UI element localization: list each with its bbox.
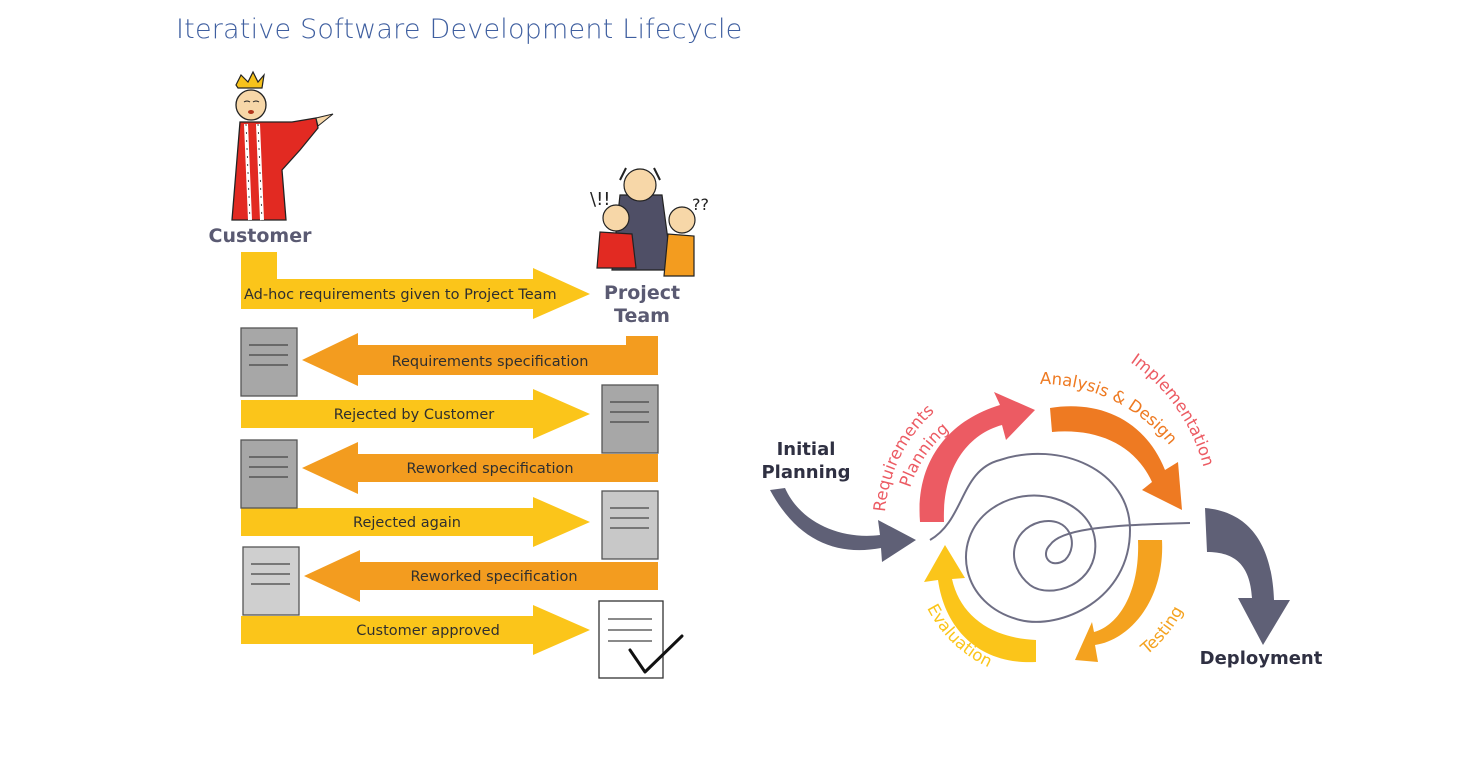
deployment-label: Deployment — [1200, 648, 1323, 669]
flow-arrow-1: Ad-hoc requirements given to Project Tea… — [241, 252, 590, 319]
flow-arrow-3: Rejected by Customer — [241, 389, 590, 439]
arrow-label-6: Reworked specification — [410, 569, 577, 585]
document-icon — [240, 327, 298, 397]
page-title: Iterative Software Development Lifecycle — [176, 14, 743, 45]
document-icon — [601, 490, 659, 560]
initial-planning-arrow — [770, 488, 916, 562]
evaluation-arrow — [924, 545, 1036, 663]
flow-arrow-2: Requirements specification — [302, 333, 658, 386]
svg-text:\!!: \!! — [590, 189, 611, 210]
arrow-label-2: Requirements specification — [392, 354, 589, 370]
checkmark-icon — [628, 634, 684, 674]
customer-label: Customer — [209, 225, 313, 247]
spiral-graphic — [929, 452, 1191, 623]
customer-figure-icon — [231, 70, 334, 221]
arrow-label-7: Customer approved — [356, 623, 500, 639]
testing-arrow — [1075, 540, 1163, 662]
project-team-figure-icon: \!! ?? — [590, 167, 709, 277]
arrow-label-4: Reworked specification — [406, 461, 573, 477]
analysis-design-arrow — [1050, 406, 1182, 510]
deployment-arrow — [1205, 508, 1290, 645]
project-team-label-line2: Team — [614, 305, 670, 327]
approved-document-icon — [598, 600, 684, 679]
arrow-label-1: Ad-hoc requirements given to Project Tea… — [244, 287, 557, 303]
document-icon — [242, 546, 300, 616]
flow-arrow-7: Customer approved — [241, 605, 590, 655]
document-icon — [601, 384, 659, 454]
flow-arrow-4: Reworked specification — [302, 442, 658, 494]
initial-planning-label-line1: Initial — [777, 439, 836, 460]
arrow-label-3: Rejected by Customer — [334, 407, 495, 423]
flow-arrow-6: Reworked specification — [304, 550, 658, 602]
initial-planning-label-line2: Planning — [761, 462, 850, 483]
arrow-label-5: Rejected again — [353, 515, 461, 531]
document-icon — [240, 439, 298, 509]
svg-text:??: ?? — [692, 195, 709, 214]
project-team-label-line1: Project — [604, 282, 680, 304]
requirements-planning-arrow — [919, 392, 1035, 522]
flow-arrow-5: Rejected again — [241, 497, 590, 547]
